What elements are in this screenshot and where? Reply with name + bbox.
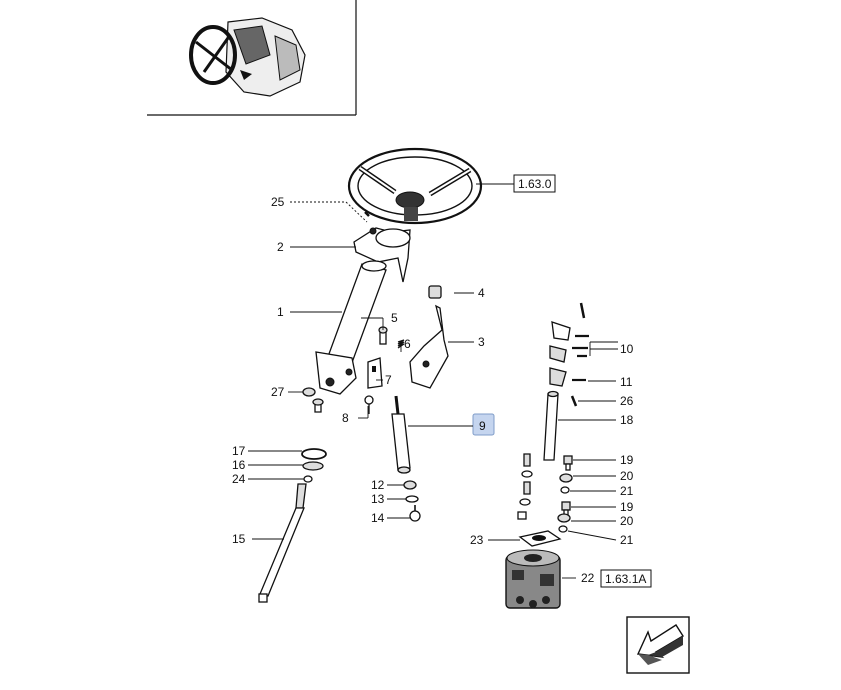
- adapter-plate-25[interactable]: [518, 530, 562, 547]
- callout-20-lower[interactable]: 20: [620, 514, 634, 528]
- knob-4[interactable]: [428, 285, 442, 299]
- callout-9[interactable]: 9: [479, 419, 486, 433]
- callout-24[interactable]: 24: [232, 472, 246, 486]
- nut-21-lower[interactable]: [558, 525, 568, 533]
- callout-20-upper[interactable]: 20: [620, 469, 634, 483]
- bolt-28[interactable]: [312, 398, 324, 413]
- nut-21-upper[interactable]: [560, 486, 570, 494]
- callout-labels: 25 2 1 4 3 5 6 7 8 27 9 12 13 14 17 16 2…: [232, 195, 634, 585]
- callout-12[interactable]: 12: [371, 478, 385, 492]
- callout-19-upper[interactable]: 19: [620, 453, 634, 467]
- washer-20-lower[interactable]: [557, 513, 571, 523]
- steering-shaft-15[interactable]: [258, 483, 307, 603]
- ref-steering-wheel[interactable]: 1.63.0: [518, 177, 552, 191]
- callout-11[interactable]: 11: [620, 375, 633, 389]
- universal-joint-10[interactable]: [549, 302, 589, 363]
- screw-23[interactable]: [364, 211, 377, 235]
- spring-6[interactable]: [397, 339, 405, 349]
- callout-6[interactable]: 6: [404, 337, 411, 351]
- leader-lines: [248, 201, 618, 541]
- steering-unit-22[interactable]: [505, 549, 561, 609]
- callout-21-upper[interactable]: 21: [620, 484, 634, 498]
- callout-15[interactable]: 15: [232, 532, 246, 546]
- pin-26[interactable]: [570, 395, 578, 407]
- callout-16[interactable]: 16: [232, 458, 246, 472]
- washer-13[interactable]: [405, 495, 419, 503]
- callout-13[interactable]: 13: [371, 492, 385, 506]
- callout-14[interactable]: 14: [371, 511, 385, 525]
- callout-27[interactable]: 27: [271, 385, 285, 399]
- callout-10[interactable]: 10: [620, 342, 634, 356]
- callout-21-lower[interactable]: 21: [620, 533, 634, 547]
- callout-25[interactable]: 23: [470, 533, 484, 547]
- ref-box-steering-wheel[interactable]: [513, 174, 556, 193]
- callout-1[interactable]: 1: [277, 305, 284, 319]
- callout-4[interactable]: 4: [478, 286, 485, 300]
- steering-wheel[interactable]: [347, 147, 483, 225]
- locator-inset: [147, 0, 357, 116]
- callout-18[interactable]: 18: [620, 413, 634, 427]
- washer-20-upper[interactable]: [559, 473, 573, 483]
- lever-7[interactable]: [367, 357, 383, 389]
- seal-16[interactable]: [302, 461, 324, 471]
- callout-17[interactable]: 17: [232, 444, 246, 458]
- callout-3[interactable]: 3: [478, 335, 485, 349]
- callout-5[interactable]: 5: [391, 311, 398, 325]
- column-shroud[interactable]: [353, 227, 411, 283]
- ring-24[interactable]: [303, 475, 313, 483]
- callout-8[interactable]: 8: [342, 411, 349, 425]
- bolt-19-lower[interactable]: [561, 501, 571, 517]
- pin-8[interactable]: [364, 395, 374, 414]
- bolt-19-upper[interactable]: [563, 455, 573, 471]
- ball-joint-14[interactable]: [409, 505, 421, 522]
- o-ring-17[interactable]: [301, 448, 327, 460]
- callout-9-highlight[interactable]: [472, 413, 495, 436]
- gas-strut-9[interactable]: [391, 395, 411, 474]
- nut-12[interactable]: [403, 480, 417, 490]
- callout-7[interactable]: 7: [385, 373, 392, 387]
- callout-22[interactable]: 22: [581, 571, 595, 585]
- tractor-cab-thumbnail: [189, 17, 306, 97]
- intermediate-shaft-18[interactable]: [543, 390, 559, 461]
- callout-23[interactable]: 25: [271, 195, 285, 209]
- ref-box-steering-unit[interactable]: [600, 569, 652, 588]
- washer-27[interactable]: [302, 387, 316, 397]
- previous-page-arrow-icon[interactable]: [626, 616, 690, 674]
- ref-steering-unit[interactable]: 1.63.1A: [605, 572, 646, 586]
- yoke-11[interactable]: [549, 367, 586, 387]
- callout-19-lower[interactable]: 19: [620, 500, 634, 514]
- callout-2[interactable]: 2: [277, 240, 284, 254]
- callout-26[interactable]: 26: [620, 394, 634, 408]
- bolt-column-left[interactable]: [517, 453, 533, 520]
- tilt-bracket-3[interactable]: [409, 304, 449, 389]
- steering-column-tube[interactable]: [315, 260, 387, 395]
